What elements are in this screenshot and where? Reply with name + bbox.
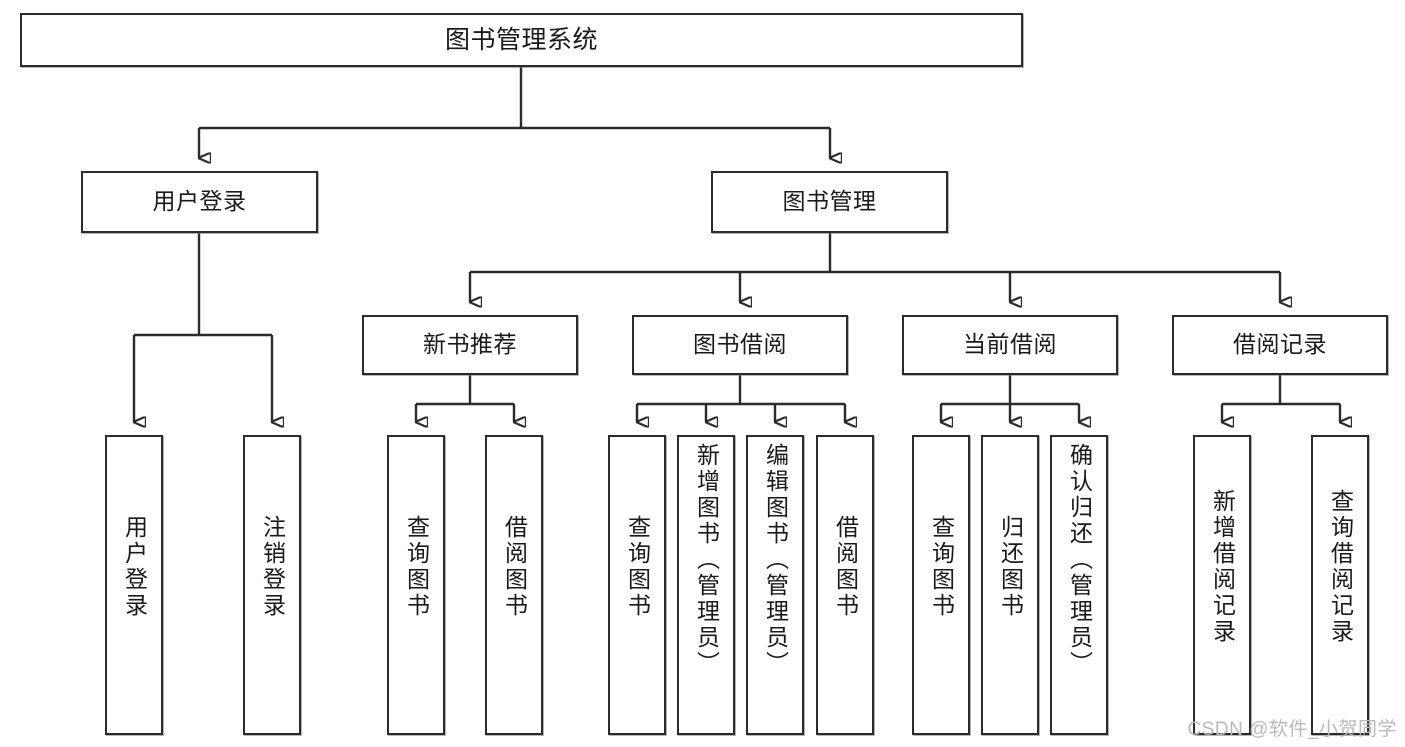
node-label: 查询借阅记录 — [1327, 489, 1354, 645]
node-label: 用户登录 — [121, 515, 148, 619]
node-label: 归还图书 — [997, 515, 1024, 619]
node-label: 图书管理系统 — [444, 26, 598, 54]
node-leaf-add-book-admin[interactable]: 新增图书（管理员） — [677, 435, 735, 735]
node-leaf-borrow-book-new[interactable]: 借阅图书 — [485, 435, 543, 735]
watermark: CSDN @软件_小贺同学 — [1187, 719, 1397, 740]
node-label: 新增图书（管理员） — [693, 443, 720, 677]
node-label: 注销登录 — [259, 515, 286, 619]
node-current-borrow[interactable]: 当前借阅 — [902, 315, 1118, 375]
node-user-login[interactable]: 用户登录 — [81, 171, 318, 233]
node-leaf-add-borrow-record[interactable]: 新增借阅记录 — [1193, 435, 1251, 735]
node-label: 借阅图书 — [501, 515, 528, 619]
node-label: 新增借阅记录 — [1209, 489, 1236, 645]
node-label: 查询图书 — [403, 515, 430, 619]
node-leaf-edit-book-admin[interactable]: 编辑图书（管理员） — [746, 435, 804, 735]
node-label: 查询图书 — [624, 515, 651, 619]
node-label: 当前借阅 — [963, 331, 1057, 358]
node-label: 新书推荐 — [423, 331, 517, 358]
node-label: 确认归还（管理员） — [1066, 443, 1093, 677]
node-leaf-user-login[interactable]: 用户登录 — [105, 435, 163, 735]
node-label: 图书借阅 — [693, 331, 787, 358]
node-borrow-record[interactable]: 借阅记录 — [1172, 315, 1388, 375]
node-label: 图书管理 — [782, 188, 877, 215]
node-book-management[interactable]: 图书管理 — [711, 171, 948, 233]
node-leaf-confirm-return-admin[interactable]: 确认归还（管理员） — [1050, 435, 1108, 735]
node-label: 编辑图书（管理员） — [762, 443, 789, 677]
node-leaf-query-book-current[interactable]: 查询图书 — [912, 435, 970, 735]
node-book-borrow[interactable]: 图书借阅 — [632, 315, 848, 375]
node-leaf-return-book[interactable]: 归还图书 — [981, 435, 1039, 735]
node-leaf-query-borrow-record[interactable]: 查询借阅记录 — [1311, 435, 1369, 735]
node-leaf-query-book-new[interactable]: 查询图书 — [387, 435, 445, 735]
node-label: 借阅图书 — [832, 515, 859, 619]
node-label: 用户登录 — [152, 188, 247, 215]
node-label: 查询图书 — [928, 515, 955, 619]
node-label: 借阅记录 — [1233, 331, 1327, 358]
node-leaf-borrow-book[interactable]: 借阅图书 — [816, 435, 874, 735]
node-new-book-recommend[interactable]: 新书推荐 — [362, 315, 578, 375]
node-root-library-system[interactable]: 图书管理系统 — [20, 13, 1023, 67]
node-leaf-query-book-borrow[interactable]: 查询图书 — [608, 435, 666, 735]
node-leaf-logout[interactable]: 注销登录 — [243, 435, 301, 735]
